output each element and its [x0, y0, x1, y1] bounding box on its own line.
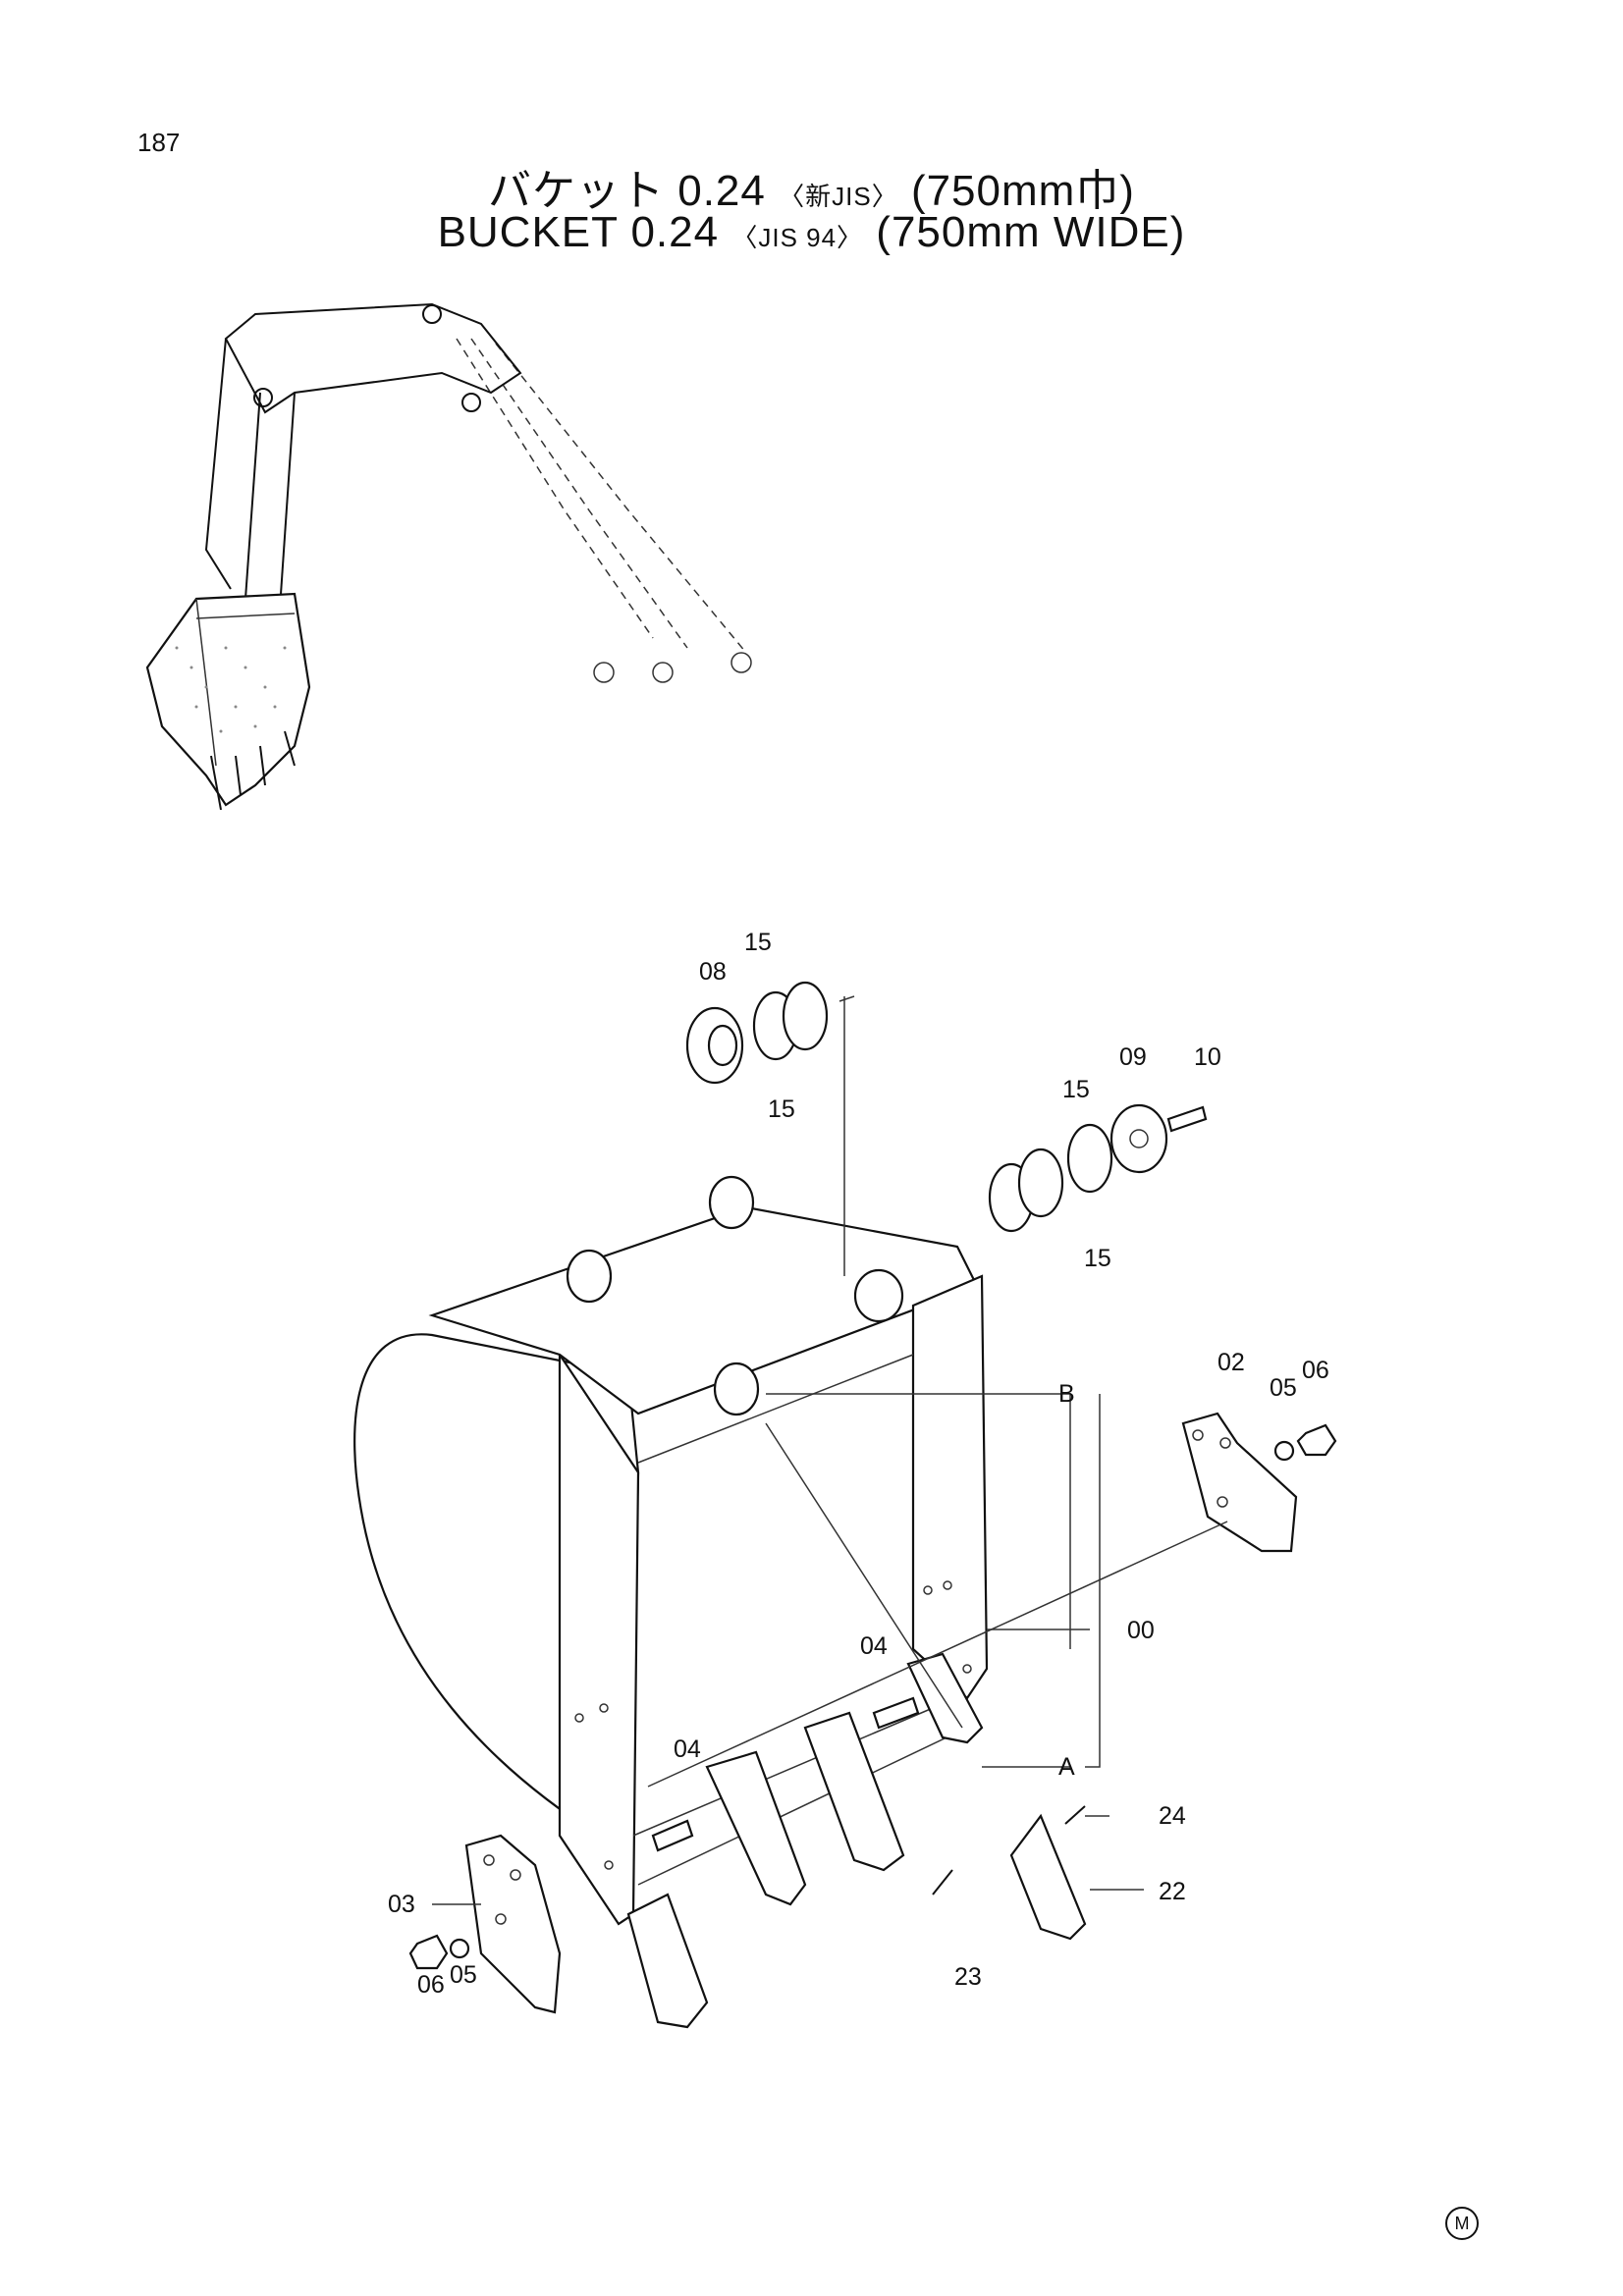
- title-en-width: (750mm WIDE): [876, 208, 1186, 256]
- title-en-bracket: 〈JIS 94〉: [731, 223, 864, 252]
- callout-15-mid: 15: [768, 1095, 795, 1123]
- callout-05-right: 05: [1270, 1374, 1297, 1402]
- callout-09: 09: [1119, 1043, 1147, 1071]
- title-english: BUCKET 0.24 〈JIS 94〉 (750mm WIDE): [0, 208, 1623, 257]
- callout-06-right: 06: [1302, 1357, 1329, 1384]
- bucket-body: [353, 981, 1337, 2029]
- callout-15-top: 15: [744, 929, 772, 956]
- callout-03: 03: [388, 1891, 415, 1918]
- title-en-main: BUCKET 0.24: [437, 208, 720, 256]
- callout-15-right-upper: 15: [1062, 1076, 1090, 1103]
- callout-23: 23: [954, 1963, 982, 1991]
- title-japanese: バケット 0.24 〈新JIS〉 (750mm巾): [0, 155, 1623, 218]
- page-number: 187: [137, 128, 181, 157]
- callout-b: B: [1058, 1380, 1075, 1408]
- callout-08: 08: [699, 958, 727, 986]
- callout-a: A: [1058, 1753, 1075, 1781]
- title-ja-main: バケット 0.24: [488, 167, 766, 215]
- callout-02: 02: [1217, 1349, 1245, 1376]
- callout-04-lower: 04: [674, 1735, 701, 1763]
- callout-15-right-lower: 15: [1084, 1245, 1111, 1272]
- side-cutter-left: [464, 1834, 562, 2014]
- side-cutter-right: [1181, 1412, 1298, 1553]
- callout-24: 24: [1159, 1802, 1186, 1830]
- callout-06-left: 06: [417, 1971, 445, 1999]
- circled-m-mark: M: [1445, 2207, 1479, 2240]
- callout-22: 22: [1159, 1878, 1186, 1905]
- callout-04-upper: 04: [860, 1632, 888, 1660]
- callout-00: 00: [1127, 1617, 1155, 1644]
- title-ja-bracket: 〈新JIS〉: [779, 182, 898, 211]
- callout-10: 10: [1194, 1043, 1221, 1071]
- title-ja-width: (750mm巾): [910, 167, 1135, 215]
- callout-05-left: 05: [450, 1961, 477, 1989]
- excavator-arm-illustration: [145, 302, 752, 811]
